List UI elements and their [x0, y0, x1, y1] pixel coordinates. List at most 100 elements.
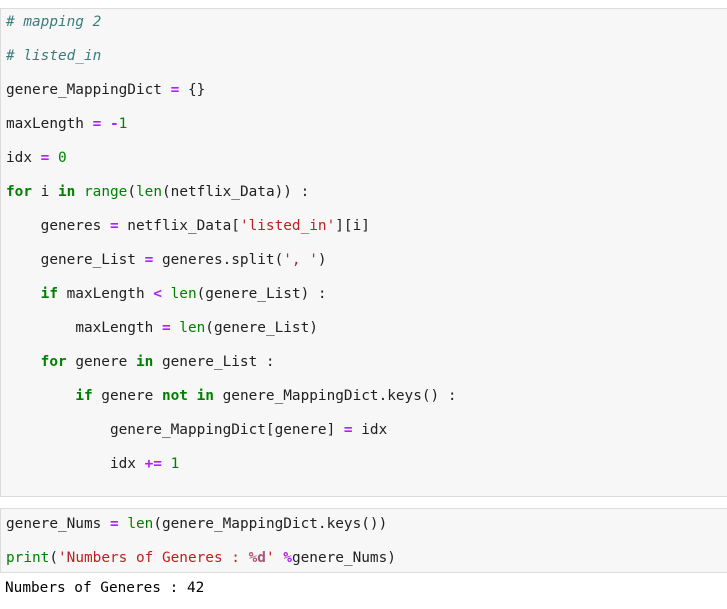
- code-text: netflix_Data[: [118, 218, 240, 234]
- code-text: genere_MappingDict: [6, 82, 171, 98]
- operator: =: [161, 320, 171, 336]
- code-text: [171, 320, 180, 336]
- indent: [6, 354, 41, 370]
- operator: =: [40, 150, 50, 166]
- code-line: genere_MappingDict[genere] = idx: [6, 420, 387, 440]
- code-text: [101, 116, 110, 132]
- code-line: if maxLength < len(genere_List) :: [6, 284, 327, 304]
- indent: [6, 388, 75, 404]
- code-text: idx: [6, 150, 41, 166]
- code-text: generes: [40, 218, 110, 234]
- indent: [6, 320, 75, 336]
- builtin: range: [84, 184, 128, 200]
- keyword: in: [196, 388, 214, 404]
- keyword: for: [6, 184, 32, 200]
- code-text: [188, 388, 197, 404]
- code-text: maxLength: [75, 320, 162, 336]
- code-text: (netflix_Data)) :: [162, 184, 310, 200]
- keyword: in: [58, 184, 76, 200]
- code-text: ): [317, 252, 327, 268]
- number: 0: [58, 150, 67, 166]
- code-text: genere_List: [40, 252, 145, 268]
- string: 'listed_in': [239, 218, 336, 234]
- builtin: len: [136, 184, 162, 200]
- code-text: genere_MappingDict.keys() :: [213, 388, 457, 404]
- operator: =: [343, 422, 353, 438]
- operator: +=: [144, 456, 162, 472]
- code-line: if genere not in genere_MappingDict.keys…: [6, 386, 457, 406]
- keyword: if: [75, 388, 93, 404]
- code-text: i: [32, 184, 58, 200]
- code-text: genere: [92, 388, 162, 404]
- operator: =: [109, 516, 119, 532]
- code-text: [119, 516, 128, 532]
- number: 1: [170, 456, 180, 472]
- code-line: genere_List = generes.split(', '): [6, 250, 327, 270]
- code-text: genere_MappingDict[genere]: [109, 422, 344, 438]
- code-line: maxLength = -1: [6, 114, 127, 134]
- builtin: print: [6, 550, 50, 566]
- keyword: if: [40, 286, 58, 302]
- code-text: (genere_MappingDict.keys()): [153, 516, 388, 532]
- operator: %: [283, 550, 292, 566]
- code-line: genere_MappingDict = {}: [6, 80, 205, 100]
- builtin: len: [170, 286, 197, 302]
- code-text: ][i]: [335, 218, 370, 234]
- code-line: maxLength = len(genere_List): [6, 318, 318, 338]
- indent: [6, 456, 110, 472]
- code-text: (: [49, 550, 58, 566]
- code-text: [275, 550, 284, 566]
- code-line: print('Numbers of Generes : %d' %genere_…: [6, 548, 396, 568]
- code-text: idx: [352, 422, 388, 438]
- comment: # mapping 2: [6, 14, 102, 30]
- comment: # listed_in: [6, 48, 102, 64]
- code-text: idx: [109, 456, 145, 472]
- code-text: generes.split(: [153, 252, 284, 268]
- code-line: idx += 1: [6, 454, 179, 474]
- keyword: for: [40, 354, 67, 370]
- code-text: [49, 150, 58, 166]
- code-text: maxLength: [57, 286, 154, 302]
- builtin: len: [179, 320, 206, 336]
- code-text: (: [127, 184, 136, 200]
- operator: =: [92, 116, 102, 132]
- string: ', ': [283, 252, 318, 268]
- code-text: genere_Nums: [6, 516, 110, 532]
- operator: =: [170, 82, 180, 98]
- code-text: [75, 184, 84, 200]
- code-line: # listed_in: [6, 46, 101, 66]
- string-format: %d: [248, 550, 266, 566]
- code-line: genere_Nums = len(genere_MappingDict.key…: [6, 514, 387, 534]
- indent: [6, 286, 41, 302]
- indent: [6, 252, 41, 268]
- code-text: genere_Nums): [291, 550, 396, 566]
- operator: =: [109, 218, 119, 234]
- string: 'Numbers of Generes :: [58, 550, 249, 566]
- number: 1: [118, 116, 128, 132]
- indent: [6, 218, 41, 234]
- code-text: genere: [66, 354, 136, 370]
- cell-output: Numbers of Generes : 42: [5, 580, 205, 596]
- operator: -: [109, 116, 119, 132]
- builtin: len: [127, 516, 154, 532]
- code-cell-mapping[interactable]: # mapping 2 # listed_in genere_MappingDi…: [0, 8, 727, 497]
- operator: <: [153, 286, 162, 302]
- code-cell-count[interactable]: genere_Nums = len(genere_MappingDict.key…: [0, 508, 727, 573]
- code-text: (genere_List): [205, 320, 318, 336]
- code-line: generes = netflix_Data['listed_in'][i]: [6, 216, 370, 236]
- code-text: maxLength: [6, 116, 93, 132]
- keyword: in: [135, 354, 154, 370]
- code-text: {}: [179, 82, 206, 98]
- indent: [6, 422, 110, 438]
- code-line: for i in range(len(netflix_Data)) :: [6, 182, 309, 202]
- code-line: # mapping 2: [6, 12, 101, 32]
- operator: =: [144, 252, 154, 268]
- code-text: [162, 286, 171, 302]
- code-text: (genere_List) :: [196, 286, 327, 302]
- keyword: not: [161, 388, 188, 404]
- code-line: for genere in genere_List :: [6, 352, 275, 372]
- code-line: idx = 0: [6, 148, 67, 168]
- string: ': [265, 550, 275, 566]
- code-text: [162, 456, 171, 472]
- code-text: genere_List :: [153, 354, 275, 370]
